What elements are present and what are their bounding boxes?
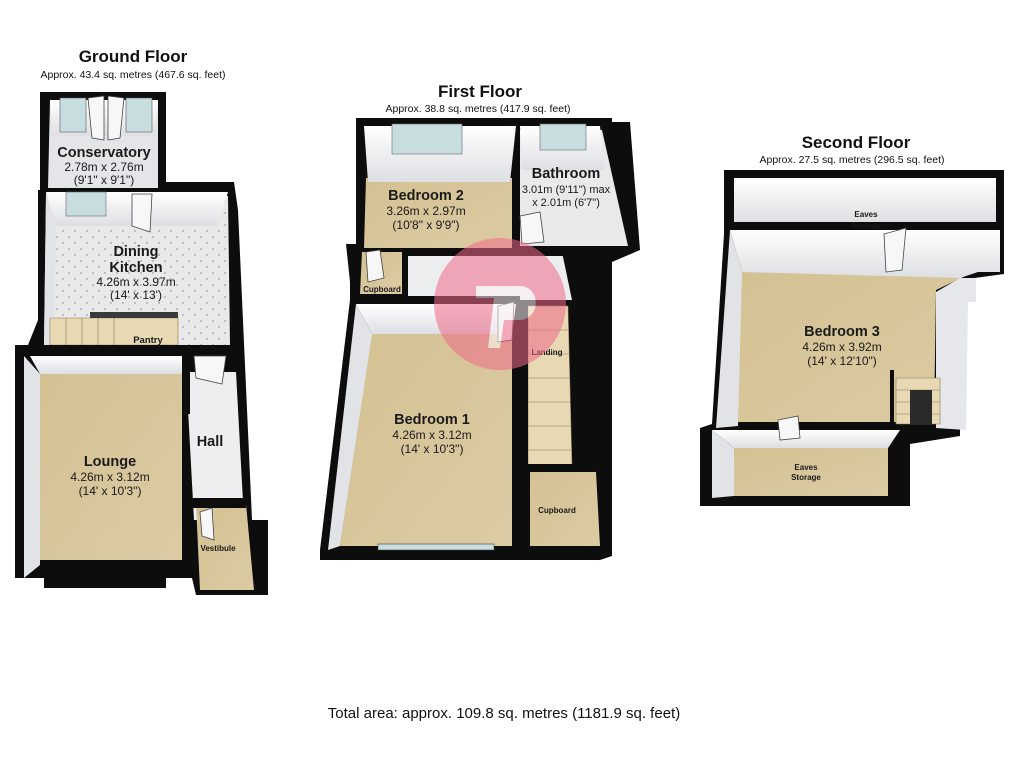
bedroom3-dim-ft: (14' x 12'10")	[807, 354, 877, 368]
bathroom-door	[519, 211, 545, 245]
eaves-bottom-left-wall	[712, 430, 734, 498]
lounge-back-wall	[30, 356, 186, 374]
hall-label: Hall	[197, 434, 224, 450]
lounge-left-wall	[24, 356, 40, 578]
conservatory-door-right	[107, 95, 125, 141]
bathroom-name: Bathroom	[532, 166, 600, 182]
vestibule-door	[199, 507, 215, 541]
conservatory-dim-ft: (9'1" x 9'1")	[74, 173, 134, 187]
lounge-dim-m: 4.26m x 3.12m	[70, 470, 149, 484]
eaves-bottom-floor	[734, 446, 888, 496]
hall-partition	[182, 356, 190, 414]
bathroom-window	[539, 123, 587, 151]
lounge-name: Lounge	[84, 454, 136, 470]
eaves-bottom-line1: Eaves	[794, 463, 818, 472]
kitchen-name-line1: Dining	[113, 244, 158, 260]
bathroom-dim-line2: x 2.01m (6'7")	[532, 197, 600, 209]
ground-floor: Ground Floor Approx. 43.4 sq. metres (46…	[15, 47, 268, 595]
second-floor-stairs	[890, 370, 941, 425]
conservatory-name: Conservatory	[57, 145, 150, 161]
second-floor-title: Second Floor	[802, 133, 911, 152]
pantry-label: Pantry	[133, 335, 163, 346]
bedroom1-floor	[340, 330, 512, 546]
bedroom3-dim-m: 4.26m x 3.92m	[802, 340, 881, 354]
bedroom2-dim-m: 3.26m x 2.97m	[386, 204, 465, 218]
cupboard-bottom-floor	[530, 472, 600, 546]
second-floor-area: Approx. 27.5 sq. metres (296.5 sq. feet)	[759, 154, 944, 166]
estate-agent-logo-icon	[434, 238, 566, 370]
landing-label: Landing	[531, 348, 562, 357]
bedroom3-name: Bedroom 3	[804, 324, 880, 340]
bathroom-dim-line1: 3.01m (9'11") max	[522, 184, 611, 196]
kitchen-window	[65, 191, 107, 217]
bedroom3-door	[883, 227, 907, 273]
bedroom1-name: Bedroom 1	[394, 412, 470, 428]
lounge-floor	[40, 372, 182, 560]
kitchen-name-line2: Kitchen	[109, 260, 162, 276]
bedroom2-name: Bedroom 2	[388, 188, 464, 204]
kitchen-dim-m: 4.26m x 3.97m	[96, 275, 175, 289]
bedroom1-dim-ft: (14' x 10'3")	[401, 442, 464, 456]
bedroom2-window	[391, 123, 463, 155]
eaves-top-floor	[734, 178, 996, 222]
second-floor: Second Floor Approx. 27.5 sq. metres (29…	[700, 133, 1004, 506]
kitchen-dim-ft: (14' x 13')	[110, 288, 162, 302]
bedroom3-back-wall	[730, 230, 1000, 278]
lounge-dim-ft: (14' x 10'3")	[79, 484, 142, 498]
ground-floor-title: Ground Floor	[79, 47, 188, 66]
eaves-top-line2: Storage	[851, 221, 881, 230]
cupboard-top-door	[365, 249, 385, 283]
bedroom1-dim-m: 4.26m x 3.12m	[392, 428, 471, 442]
bedroom3-left-wall	[716, 230, 742, 428]
hall-floor	[186, 372, 244, 520]
cupboard-bottom-wall	[526, 464, 604, 472]
bedroom1-window	[377, 543, 495, 551]
kitchen-door	[131, 193, 153, 233]
ground-floor-area: Approx. 43.4 sq. metres (467.6 sq. feet)	[40, 69, 225, 81]
bedroom2-dim-ft: (10'8" x 9'9")	[392, 218, 459, 232]
vestibule-label: Vestibule	[200, 544, 236, 553]
total-area: Total area: approx. 109.8 sq. metres (11…	[328, 705, 680, 722]
eaves-top-line1: Eaves	[854, 210, 878, 219]
bedroom3-right-wall	[936, 278, 976, 430]
bedroom1-left-wall	[328, 304, 372, 550]
eaves-bottom-door	[777, 415, 801, 441]
conservatory-window-left	[59, 97, 87, 133]
kitchen-left-wall	[44, 192, 56, 345]
hall-door	[193, 355, 227, 385]
cupboard-bottom-label: Cupboard	[538, 506, 576, 515]
first-floor-area: Approx. 38.8 sq. metres (417.9 sq. feet)	[385, 103, 570, 115]
bedroom2-floor	[364, 178, 512, 248]
first-floor-title: First Floor	[438, 82, 522, 101]
ground-divider-wall	[28, 345, 236, 356]
conservatory-window-right	[125, 97, 153, 133]
vestibule-wall	[190, 498, 246, 508]
cupboard-top-label: Cupboard	[363, 285, 401, 294]
conservatory-door-left	[87, 95, 105, 141]
eaves-bottom-line2: Storage	[791, 473, 821, 482]
kitchen-floor	[44, 196, 230, 345]
conservatory-dim-m: 2.78m x 2.76m	[64, 160, 143, 174]
eaves-bottom-back-wall	[712, 430, 900, 448]
first-floor: First Floor Approx. 38.8 sq. metres (417…	[320, 82, 640, 560]
